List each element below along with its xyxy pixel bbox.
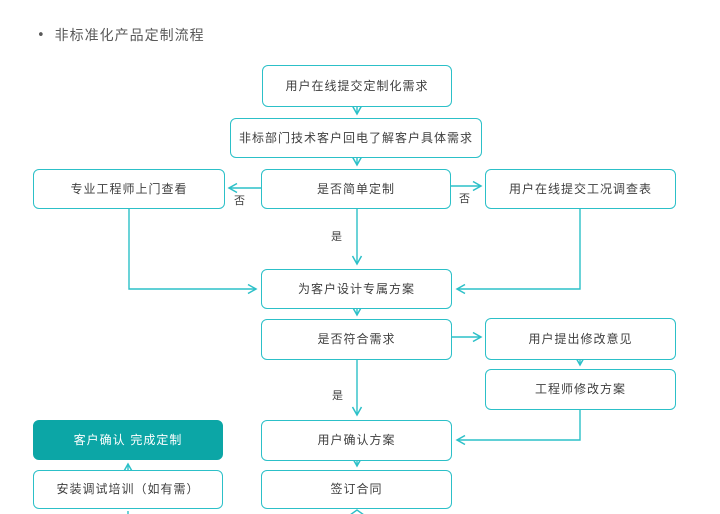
edge-label-yes-lower: 是: [332, 389, 343, 402]
flow-node-design-plan: 为客户设计专属方案: [261, 269, 452, 309]
flow-node-install-training: 安装调试培训（如有需）: [33, 470, 223, 509]
flow-node-confirm-complete: 客户确认 完成定制: [33, 420, 223, 460]
edge-label-no-right: 否: [459, 192, 470, 205]
connector-stub-below-contract: [350, 509, 364, 514]
flow-node-callback: 非标部门技术客户回电了解客户具体需求: [230, 118, 482, 158]
flow-node-revise-plan: 工程师修改方案: [485, 369, 676, 410]
connector-survey-to-design: [455, 209, 581, 295]
flow-node-meets-needs: 是否符合需求: [261, 319, 452, 360]
flow-node-engineer-visit: 专业工程师上门查看: [33, 169, 225, 209]
connector-revise-to-confirm: [455, 410, 581, 446]
flow-node-sign-contract: 签订合同: [261, 470, 452, 509]
flow-node-simple-custom: 是否简单定制: [261, 169, 451, 209]
flow-node-survey-form: 用户在线提交工况调查表: [485, 169, 676, 209]
page-title-text: 非标准化产品定制流程: [54, 28, 205, 44]
edge-label-no-left: 否: [234, 194, 245, 207]
flow-node-submit-request: 用户在线提交定制化需求: [262, 65, 452, 107]
flow-node-feedback: 用户提出修改意见: [485, 318, 676, 360]
page-title: • 非标准化产品定制流程: [37, 25, 205, 45]
connector-visit-to-design: [128, 209, 258, 295]
flow-node-confirm-plan: 用户确认方案: [261, 420, 452, 461]
edge-label-yes-upper: 是: [331, 230, 342, 243]
bullet-icon: •: [37, 27, 46, 43]
